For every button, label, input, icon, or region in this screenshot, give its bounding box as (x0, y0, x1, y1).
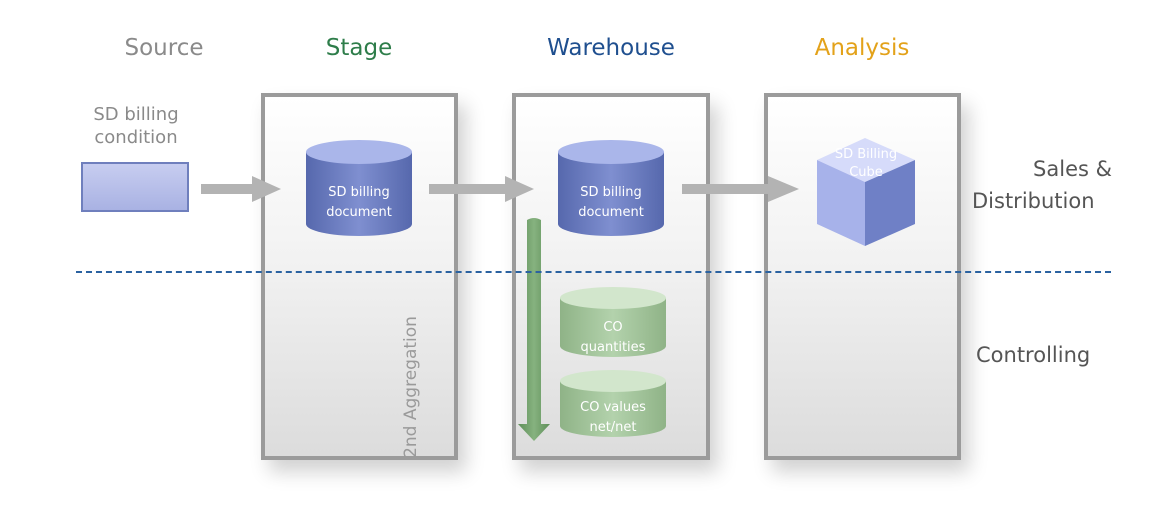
domain-divider-line (76, 271, 1111, 273)
source-data-box (81, 162, 189, 212)
warehouse-billing-label: SD billing document (558, 183, 664, 223)
billing-cube-label: SD Billing Cube (820, 146, 912, 182)
row-label-sales-line2: Distribution (972, 189, 1095, 213)
warehouse-billing-label-line2: document (578, 205, 644, 220)
row-label-sales-line1: Sales & (1033, 157, 1112, 181)
co-quantities-label-line1: CO (603, 320, 623, 335)
stage-billing-label-line2: document (326, 205, 392, 220)
co-values-label: CO values net/net (560, 398, 666, 438)
arrow-warehouse-to-analysis (682, 176, 799, 202)
billing-cube-label-line2: Cube (849, 165, 883, 180)
stage-billing-label-line1: SD billing (328, 185, 390, 200)
co-values-cylinder (560, 370, 666, 437)
column-title-analysis: Analysis (814, 35, 910, 61)
co-quantities-label-line2: quantities (580, 340, 646, 355)
billing-cube-icon (817, 138, 915, 246)
warehouse-billing-cylinder (558, 140, 664, 236)
co-values-label-line1: CO values (580, 400, 646, 415)
co-values-label-line2: net/net (589, 420, 637, 435)
stage-billing-label: SD billing document (306, 183, 412, 223)
column-title-source: Source (124, 35, 204, 61)
co-quantities-cylinder (560, 287, 666, 357)
stage-billing-cylinder (306, 140, 412, 236)
billing-cube-label-line1: SD Billing (834, 147, 898, 162)
row-label-controlling: Controlling (976, 343, 1091, 367)
row-label-sales-distribution: Sales & Distribution (972, 153, 1112, 217)
source-item-label: SD billing condition (93, 104, 179, 148)
warehouse-billing-label-line1: SD billing (580, 185, 642, 200)
column-title-stage: Stage (325, 35, 393, 61)
aggregation-label: 2nd Aggregation (401, 316, 421, 458)
aggregation-arrow (518, 218, 550, 441)
column-title-warehouse: Warehouse (547, 35, 675, 61)
arrow-stage-to-warehouse (429, 176, 534, 202)
co-quantities-label: CO quantities (560, 318, 666, 358)
arrow-source-to-stage (201, 176, 281, 202)
